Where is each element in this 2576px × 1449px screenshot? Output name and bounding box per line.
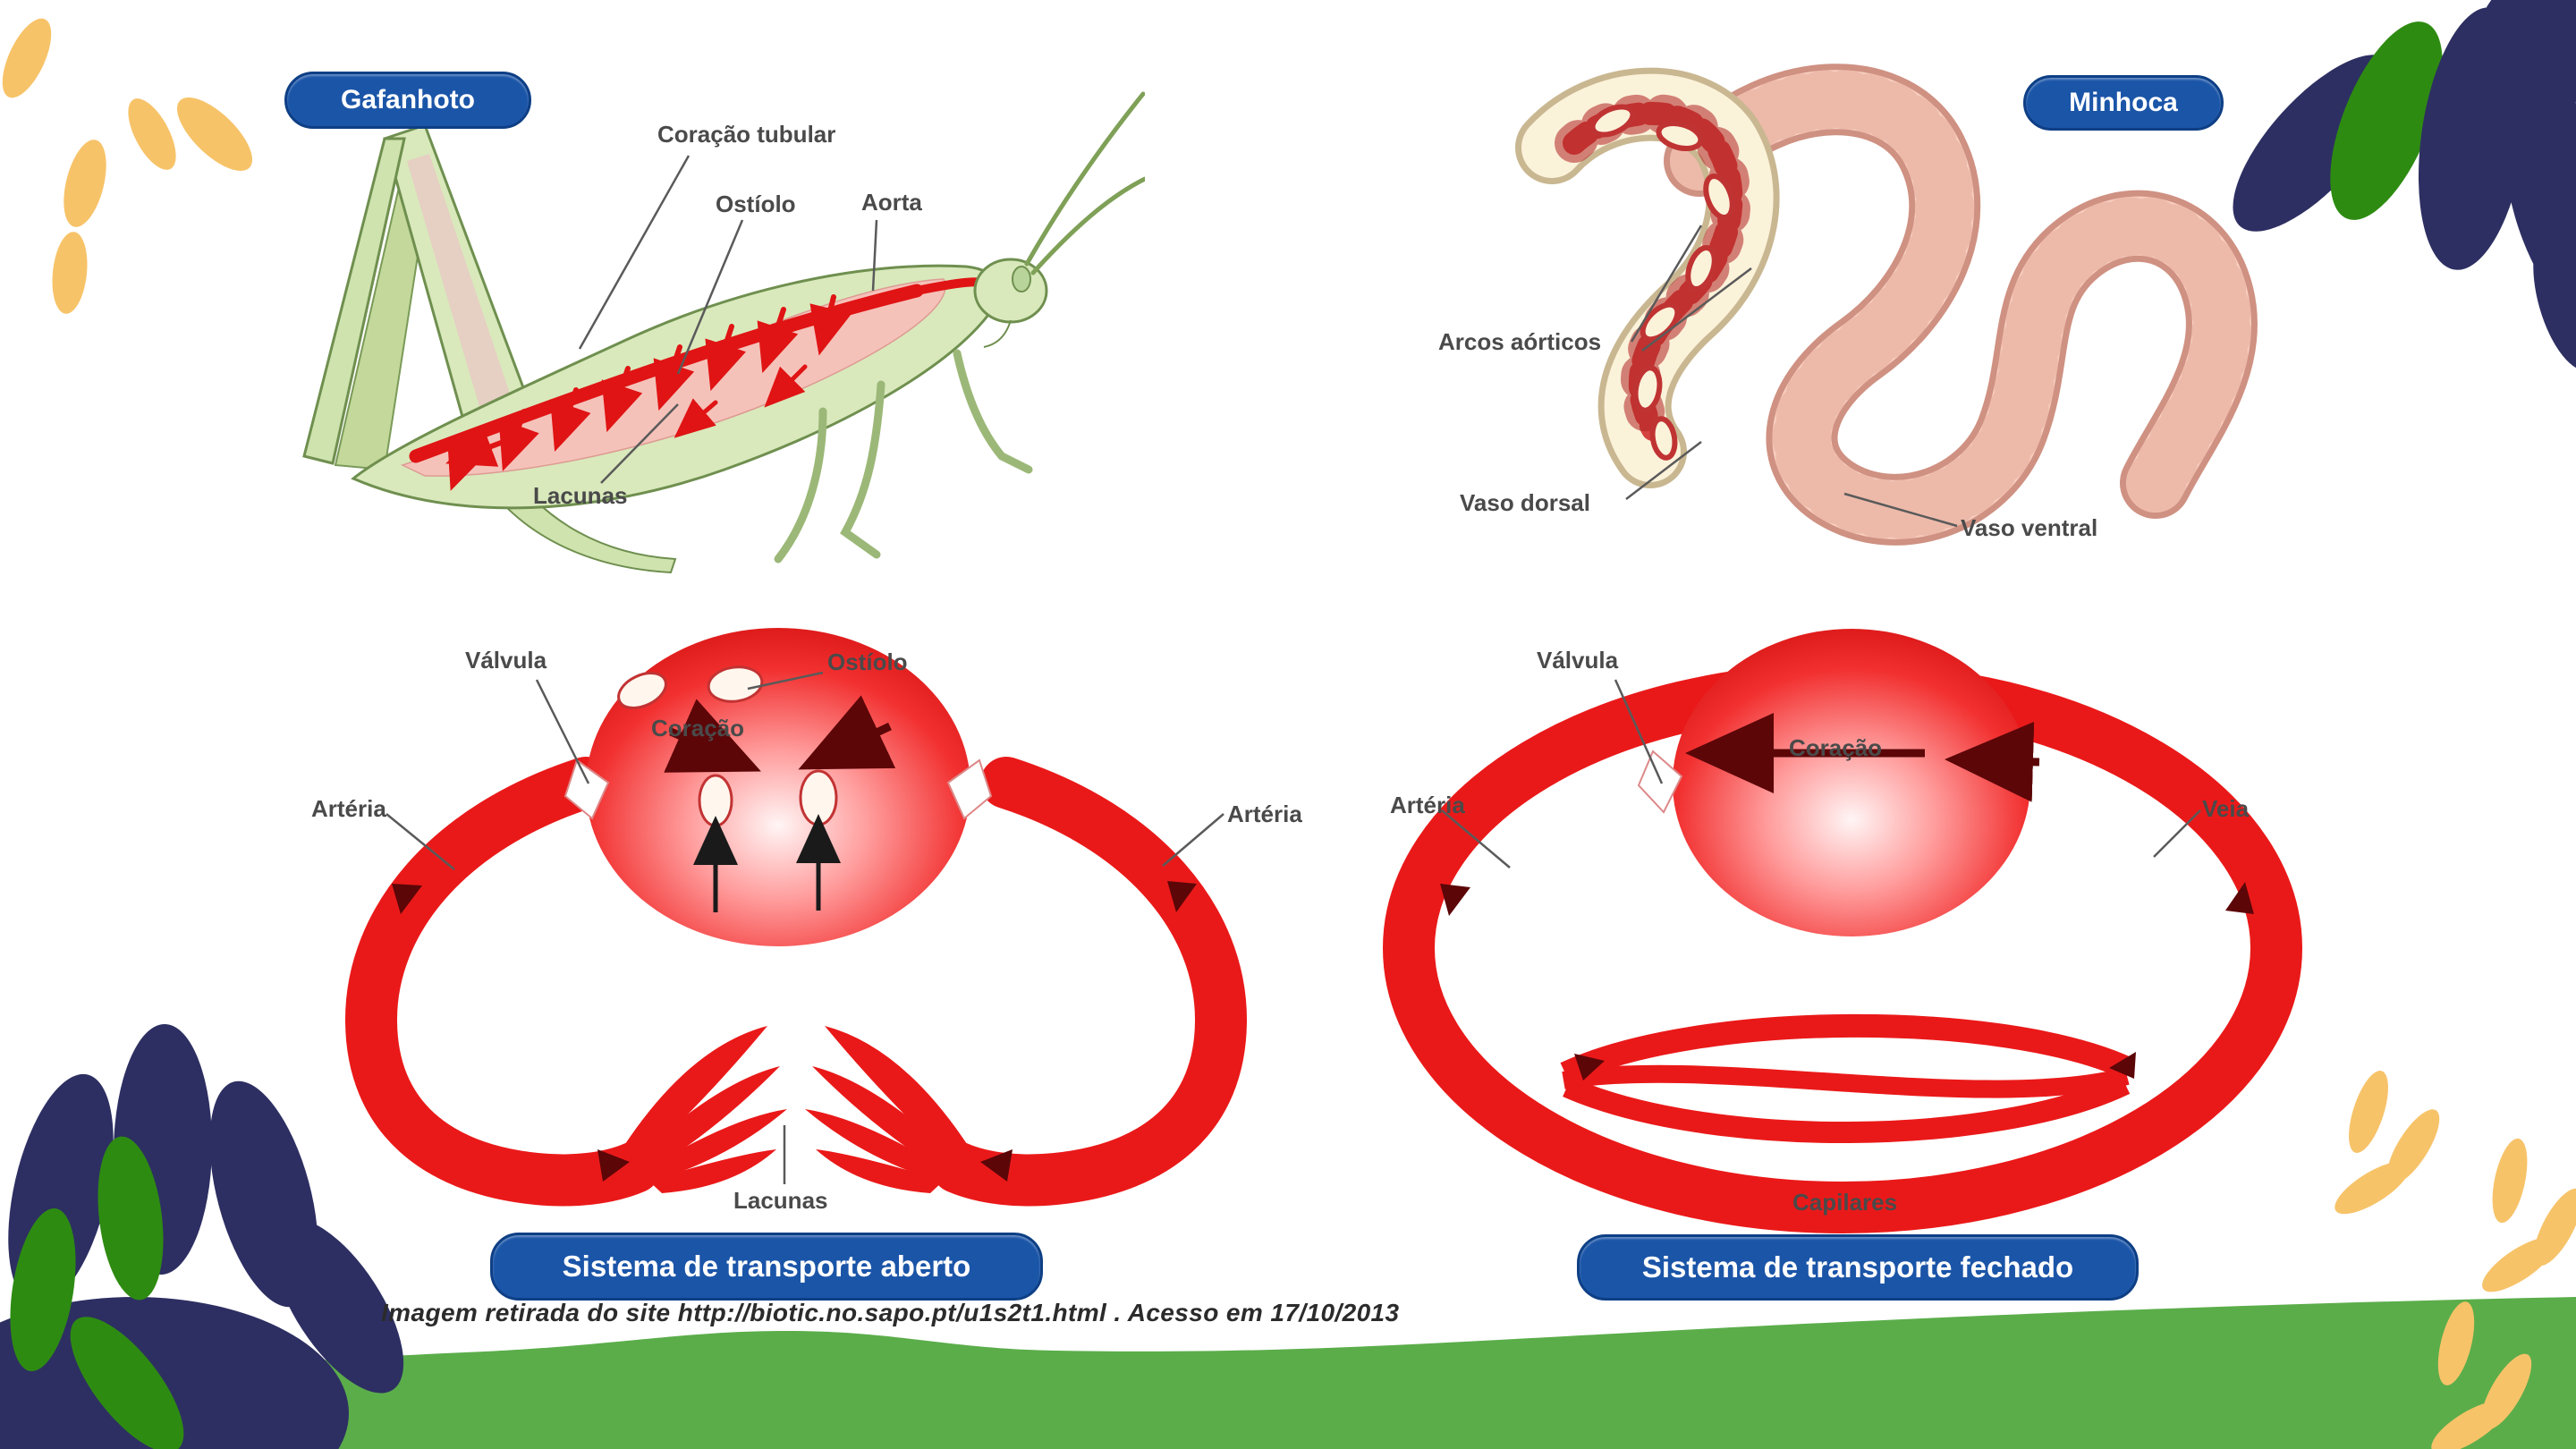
closed-system-capillary-network — [1560, 1006, 2134, 1158]
closed-system-flow-arrows — [1440, 713, 2254, 1080]
top-right-leaf-cluster — [2233, 0, 2576, 371]
worm-body — [1664, 64, 2258, 546]
open-system-lacunae-fingers — [622, 1026, 970, 1193]
open-system-arteries — [344, 757, 1248, 1207]
grasshopper-head — [973, 91, 1145, 348]
label-ventral-vessel: Vaso ventral — [1961, 514, 2098, 541]
bottom-right-wheat-leaves — [2334, 1071, 2576, 1449]
image-credit-caption: Imagem retirada do site http://biotic.no… — [381, 1299, 1400, 1326]
top-left-wheat-leaves — [2, 18, 253, 314]
label-closed-vein: Veia — [2202, 795, 2250, 822]
label-open-heart: Coração — [651, 715, 745, 741]
green-wave-shape — [0, 1297, 2576, 1449]
badge-open-transport-system: Sistema de transporte aberto — [490, 1233, 1043, 1301]
grasshopper-legs — [774, 349, 1033, 564]
closed-system-diagram — [1383, 629, 2302, 1233]
label-grasshopper-ostiole: Ostíolo — [716, 191, 796, 217]
label-aortic-arches: Arcos aórticos — [1438, 328, 1602, 355]
label-open-lacunae: Lacunas — [733, 1187, 828, 1214]
label-tubular-heart: Coração tubular — [657, 121, 836, 148]
label-aorta: Aorta — [861, 189, 922, 216]
grasshopper-hind-leg — [302, 123, 677, 574]
badge-gafanhoto: Gafanhoto — [284, 72, 531, 129]
label-open-artery-left: Artéria — [311, 795, 386, 822]
label-dorsal-vessel: Vaso dorsal — [1460, 489, 1590, 516]
badge-minhoca: Minhoca — [2023, 75, 2224, 131]
label-open-artery-right: Artéria — [1227, 801, 1302, 827]
open-system-valves — [564, 758, 993, 820]
bottom-left-leaf-cluster — [0, 1024, 404, 1449]
label-closed-valve: Válvula — [1537, 647, 1619, 674]
label-capillaries: Capilares — [1792, 1189, 1898, 1216]
label-open-valve: Válvula — [465, 647, 547, 674]
closed-system-heart — [1673, 629, 2030, 936]
label-open-ostiole: Ostíolo — [827, 648, 908, 675]
worm-aortic-arch-rings — [1589, 104, 1735, 461]
open-system-flow-arrows — [392, 695, 1197, 1182]
badge-closed-transport-system: Sistema de transporte fechado — [1577, 1234, 2139, 1301]
grasshopper-illustration — [302, 91, 1145, 574]
label-closed-heart: Coração — [1789, 734, 1883, 761]
label-grasshopper-lacunae: Lacunas — [533, 482, 628, 509]
label-closed-artery: Artéria — [1390, 792, 1465, 818]
earthworm-illustration — [1515, 64, 2258, 546]
open-system-diagram — [344, 628, 1248, 1207]
